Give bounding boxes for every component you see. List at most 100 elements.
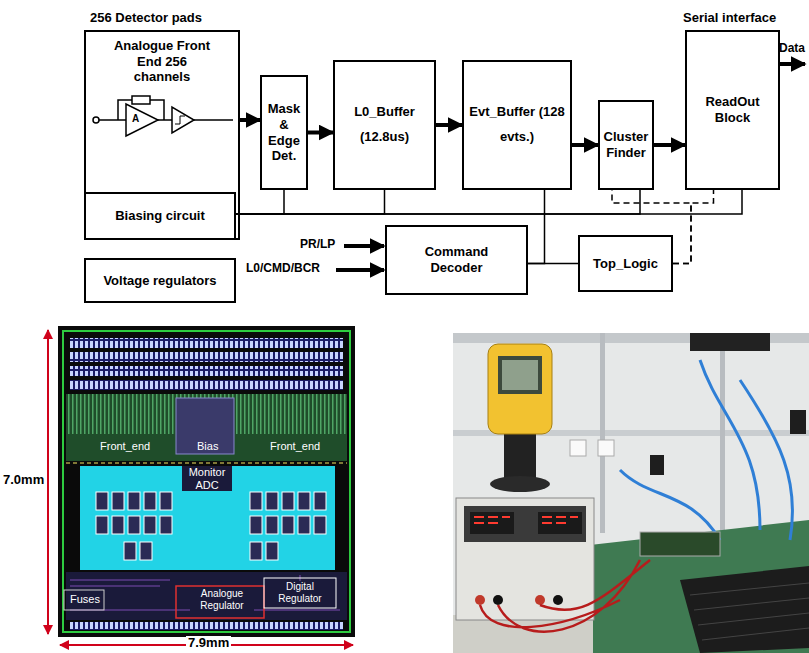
- box-label: Analogue Front End 256 channels: [112, 38, 212, 85]
- process-box: Mask & Edge Det.: [260, 75, 308, 190]
- memory-block: [124, 542, 136, 560]
- bias-region: [176, 398, 234, 454]
- terminal: [475, 595, 485, 605]
- box-label: L0_Buffer (12.8us): [338, 100, 431, 149]
- memory-blocks: [96, 492, 326, 560]
- discriminator-triangle: [172, 107, 194, 133]
- periphery-region: [66, 572, 347, 620]
- signal-arrow: [344, 244, 384, 248]
- buffer-box: Evt_Buffer (128 evts.): [462, 60, 572, 190]
- readout-box: Serial interfaceReadOut Block: [685, 30, 780, 190]
- die: [58, 326, 355, 637]
- fuses-block: [64, 590, 104, 610]
- bias-line: [528, 263, 578, 265]
- wall-outlet: [598, 440, 614, 456]
- routing-lines: [70, 575, 340, 610]
- wire: [194, 119, 233, 121]
- biasing-box: Biasing circuit: [84, 192, 236, 240]
- memory-block: [160, 492, 172, 510]
- keyboard: [680, 566, 809, 653]
- data-flow-arrow: [436, 123, 462, 127]
- chip-region-label: Digital Regulator: [270, 581, 330, 604]
- data-flow-arrow: [308, 131, 333, 135]
- data-flow-arrow: [654, 143, 685, 147]
- digital-region: [80, 466, 335, 570]
- input-pad: [93, 117, 99, 123]
- height-dimension: [47, 330, 49, 634]
- photo-background: [453, 333, 809, 653]
- bias-line: [528, 190, 545, 264]
- memory-block: [128, 492, 140, 510]
- display-digits: [474, 517, 578, 523]
- bias-line: [236, 190, 742, 214]
- process-box: Cluster Finder: [598, 100, 654, 190]
- chip-layout: [48, 326, 355, 645]
- shelf-post: [600, 333, 605, 533]
- box-label: Cluster Finder: [603, 129, 649, 160]
- terminal: [493, 595, 503, 605]
- memory-block: [250, 516, 262, 534]
- front-end-region: [66, 394, 347, 461]
- box-label: Mask & Edge Det.: [265, 101, 303, 163]
- display-panel: [464, 506, 586, 542]
- memory-block: [128, 516, 140, 534]
- chip-region-label: Bias: [195, 440, 220, 453]
- test-leads: [480, 560, 650, 632]
- meter-stand: [504, 430, 536, 480]
- signal-name: PR/LP: [300, 238, 335, 252]
- step-symbol: [175, 116, 185, 124]
- regulator-box: Voltage regulators: [84, 258, 236, 303]
- bench-top: [453, 615, 593, 653]
- box-label: Top_Logic: [593, 256, 658, 272]
- amplifier-triangle: [126, 104, 158, 136]
- pad-row: [70, 366, 343, 376]
- box-label: Biasing circuit: [115, 208, 205, 224]
- wire: [99, 119, 126, 121]
- dimension-label: 7.0mm: [3, 473, 44, 488]
- chip-region-label: Front_end: [98, 440, 152, 453]
- network-cable: [620, 360, 793, 540]
- feedback-element: [132, 96, 150, 104]
- memory-block: [282, 516, 294, 534]
- equipment: [690, 333, 770, 351]
- data-flow-arrow: [572, 143, 598, 147]
- logic-box: Top_Logic: [578, 235, 673, 292]
- memory-block: [112, 516, 124, 534]
- dimension-label: 7.9mm: [186, 636, 231, 651]
- digital-regulator-block: [264, 578, 336, 608]
- chip-region-label: Monitor ADC: [182, 466, 232, 491]
- wire: [158, 119, 172, 121]
- signal-arrow: [336, 268, 384, 272]
- boundary-line: [66, 463, 347, 464]
- box-label: Evt_Buffer (128 evts.): [467, 100, 567, 149]
- memory-block: [96, 492, 108, 510]
- memory-block: [282, 492, 294, 510]
- pad-row: [70, 352, 343, 362]
- shelf-post: [720, 333, 725, 533]
- amplifier-symbol-label: A: [132, 113, 139, 125]
- control-line: [673, 190, 714, 264]
- front-end-box: 256 Detector padsAnalogue Front End 256 …: [84, 30, 240, 240]
- bias-line: [236, 190, 640, 214]
- test-board: [640, 532, 720, 556]
- pad-row: [70, 380, 343, 390]
- memory-block: [140, 542, 152, 560]
- box-label: Command Decoder: [417, 244, 497, 275]
- box-label: Voltage regulators: [103, 273, 216, 289]
- memory-block: [314, 492, 326, 510]
- memory-block: [112, 492, 124, 510]
- buffer-box: L0_Buffer (12.8us): [333, 60, 436, 190]
- bench-mat: [560, 520, 809, 653]
- keyboard-keys: [690, 583, 809, 640]
- box-heading: 256 Detector pads: [90, 10, 202, 26]
- memory-block: [250, 492, 262, 510]
- memory-block: [144, 516, 156, 534]
- power-supply: [456, 498, 594, 620]
- box-label: ReadOut Block: [698, 94, 768, 125]
- chip-region-label: Fuses: [68, 593, 102, 606]
- bias-line: [236, 190, 284, 214]
- meter: [488, 344, 552, 434]
- data-out-arrow: [776, 62, 805, 66]
- memory-block: [266, 492, 278, 510]
